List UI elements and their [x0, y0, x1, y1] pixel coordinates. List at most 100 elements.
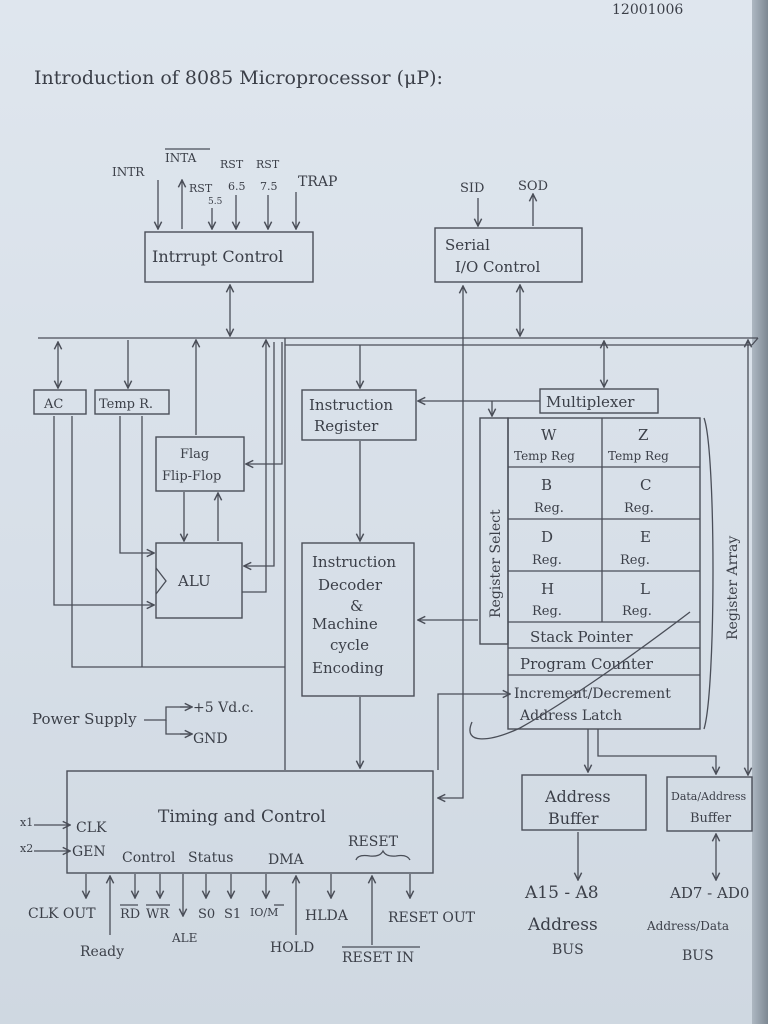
register-h-name: H: [541, 580, 554, 598]
clk-out-label: CLK OUT: [28, 906, 96, 922]
temp-register-block: [94, 389, 170, 415]
io-m-label: IO/M: [250, 906, 278, 919]
s0-label: S0: [198, 907, 215, 922]
stack-pointer-label: Stack Pointer: [530, 628, 633, 646]
decoder-line-2: Decoder: [318, 576, 383, 594]
address-bus-line3: BUS: [552, 942, 584, 958]
serial-to-timing: [438, 286, 463, 798]
latch-to-data-buffer: [597, 729, 716, 774]
register-l-desc: Reg.: [622, 604, 652, 619]
power-plus-label: +5 Vd.c.: [193, 700, 254, 716]
register-z-desc: Temp Reg: [608, 449, 669, 463]
s1-label: S1: [224, 907, 241, 922]
ac-to-alu: [53, 416, 154, 605]
interrupt-control-label: Intrrupt Control: [152, 247, 283, 266]
instruction-register-line2: Register: [314, 417, 379, 435]
register-w-name: W: [541, 426, 557, 444]
timing-to-registers: [437, 694, 510, 770]
data-buffer-line1: Data/Address: [671, 790, 747, 803]
alu-block: [155, 542, 243, 619]
serial-label-line2: I/O Control: [455, 258, 540, 276]
data-address-buffer-block: [666, 776, 753, 832]
data-bus-line1: AD7 - AD0: [669, 884, 749, 902]
address-buffer-line1: Address: [544, 787, 611, 806]
wr-label: WR: [146, 907, 170, 922]
reset-in-label: RESET IN: [342, 950, 414, 966]
flag-flipflop-block: [155, 436, 245, 492]
decoder-line-1: Instruction: [312, 553, 396, 571]
intr-label: INTR: [112, 165, 145, 179]
temp-register-label: Temp R.: [99, 397, 153, 412]
register-array-label: Register Array: [725, 536, 741, 640]
ale-label: ALE: [171, 931, 197, 945]
decoder-line-6: Encoding: [312, 659, 384, 677]
rst75-label-bottom: 7.5: [260, 180, 278, 193]
multiplexer-label: Multiplexer: [546, 393, 635, 411]
page-title: Introduction of 8085 Microprocessor (μP)…: [34, 67, 443, 89]
timing-control-title: Timing and Control: [158, 807, 326, 827]
pencil-scribble: [469, 611, 691, 740]
register-b-name: B: [541, 476, 552, 494]
data-bus-line3: BUS: [682, 948, 714, 964]
trap-label: TRAP: [298, 174, 337, 190]
power-supply-label: Power Supply: [32, 710, 137, 728]
page-number: 12001006: [612, 2, 683, 18]
address-buffer-line2: Buffer: [548, 809, 599, 828]
register-e-desc: Reg.: [620, 553, 650, 568]
rst75-label-top: RST: [256, 158, 280, 171]
ready-label: Ready: [80, 944, 124, 960]
interrupt-signals: INTR INTA RST 5.5 RST 6.5 RST 7.5 TRAP: [112, 148, 337, 229]
reset-brace: [355, 849, 411, 861]
rst65-label-top: RST: [220, 158, 244, 171]
status-group-label: Status: [188, 850, 233, 866]
register-array-block: [507, 417, 701, 730]
ac-return-line: [71, 416, 285, 668]
power-gnd-label: GND: [193, 731, 228, 747]
x2-label: x2: [20, 842, 33, 855]
rd-label: RD: [120, 907, 140, 922]
register-l-name: L: [640, 580, 650, 598]
instruction-register-block: [301, 389, 417, 441]
alu-input-notch: [155, 567, 167, 595]
accumulator-block: [33, 389, 87, 415]
address-latch-line1: Increment/Decrement: [514, 686, 671, 702]
address-bus-line1: A15 - A8: [524, 883, 599, 903]
control-group-label: Control: [122, 850, 176, 866]
serial-io-control-block: [434, 227, 583, 283]
gnd-connector: [165, 720, 190, 735]
data-bus-line2: Address/Data: [646, 919, 729, 933]
serial-label-line1: Serial: [445, 236, 490, 254]
flag-label-line1: Flag: [180, 447, 209, 462]
flag-label-line2: Flip-Flop: [162, 469, 221, 484]
alu-label: ALU: [177, 572, 211, 590]
rst55-label-top: RST: [189, 182, 213, 195]
data-buffer-line2: Buffer: [690, 811, 732, 826]
program-counter-label: Program Counter: [520, 655, 654, 673]
sod-label: SOD: [518, 179, 548, 194]
register-select-label: Register Select: [488, 509, 504, 618]
register-c-name: C: [640, 476, 651, 494]
address-buffer-block: [521, 774, 647, 831]
instruction-register-line1: Instruction: [309, 396, 393, 414]
rst55-label-bottom: 5.5: [208, 197, 223, 207]
register-b-desc: Reg.: [534, 501, 564, 516]
address-bus-line2: Address: [527, 915, 598, 935]
power-connector: [144, 706, 190, 721]
register-d-desc: Reg.: [532, 553, 562, 568]
register-z-name: Z: [638, 426, 648, 444]
register-e-name: E: [640, 528, 651, 546]
bus-to-flag: [246, 342, 283, 464]
instruction-decoder-block: [301, 542, 415, 697]
sid-label: SID: [460, 181, 484, 196]
hlda-label: HLDA: [305, 908, 349, 924]
decoder-line-4: Machine: [312, 615, 378, 633]
x1-label: x1: [20, 816, 33, 829]
register-c-desc: Reg.: [624, 501, 654, 516]
address-latch-line2: Address Latch: [519, 708, 622, 724]
alu-to-bus: [242, 340, 266, 593]
notebook-binding: [752, 0, 768, 1024]
decoder-line-5: cycle: [330, 636, 369, 654]
register-cells: W Temp Reg Z Temp Reg B Reg. C Reg. D Re…: [514, 426, 669, 619]
